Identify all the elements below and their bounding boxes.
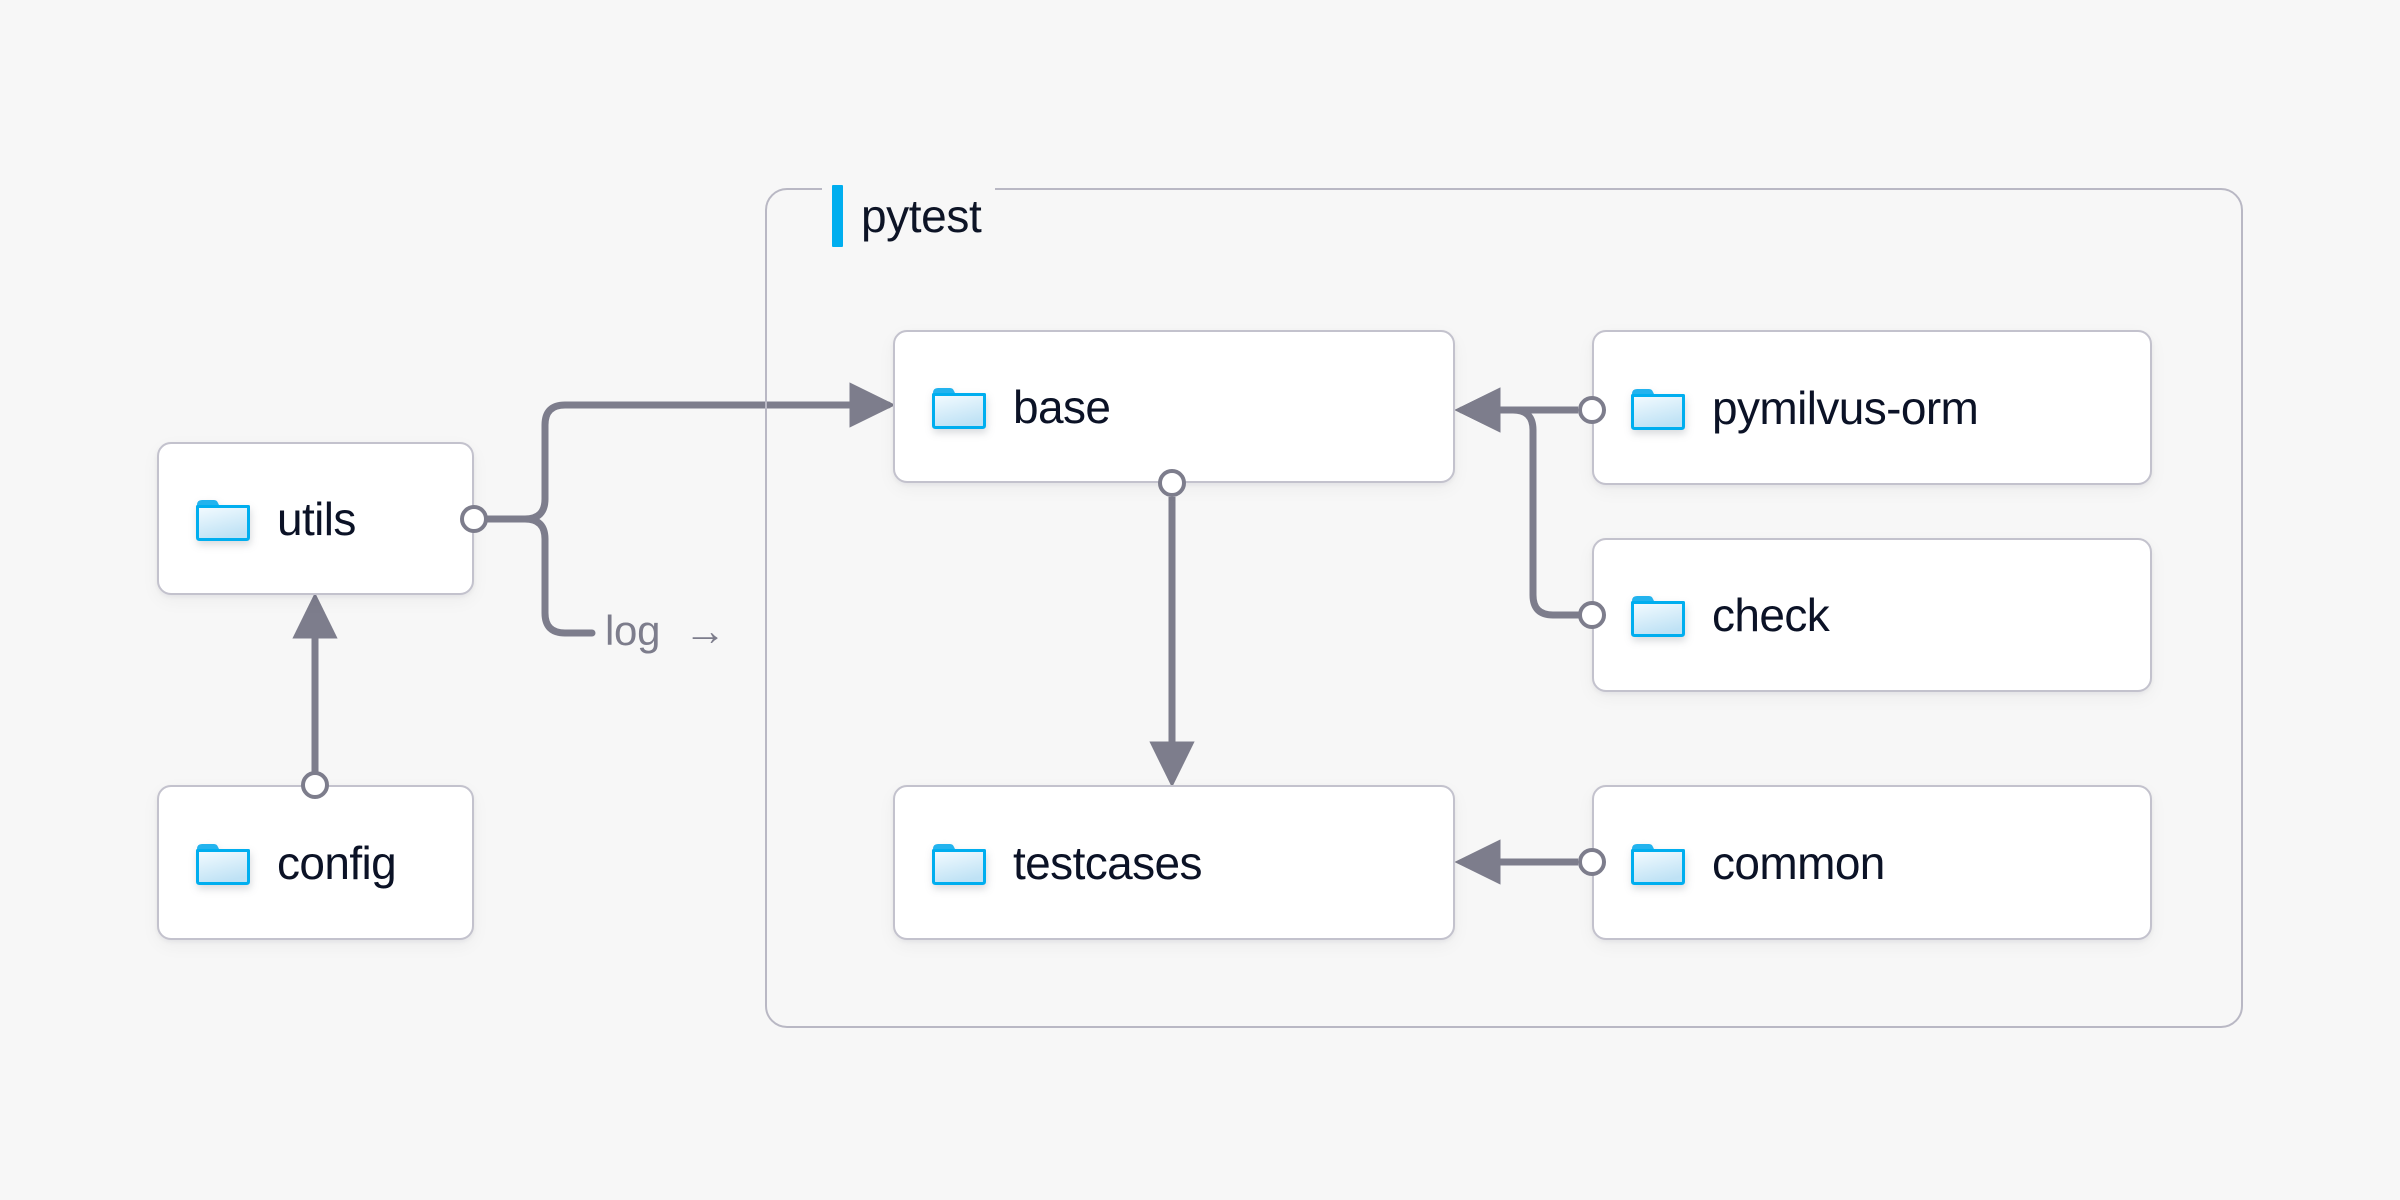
folder-icon xyxy=(932,387,986,429)
edge-label-log-arrow-icon: → xyxy=(684,607,726,654)
edge-label-log: log → xyxy=(605,610,726,652)
node-utils-label: utils xyxy=(277,492,356,545)
group-accent-bar xyxy=(832,185,843,247)
port-common-left[interactable] xyxy=(1578,848,1606,876)
folder-icon xyxy=(196,499,250,541)
port-utils-right[interactable] xyxy=(460,505,488,533)
folder-icon xyxy=(1631,843,1685,885)
port-config-top[interactable] xyxy=(301,771,329,799)
node-pymilvus-orm[interactable]: pymilvus-orm xyxy=(1592,330,2152,485)
edge-label-log-text: log xyxy=(605,607,661,654)
node-check-label: check xyxy=(1712,589,1830,641)
port-base-bottom[interactable] xyxy=(1158,469,1186,497)
group-pytest-label: pytest xyxy=(822,185,996,247)
node-check[interactable]: check xyxy=(1592,538,2152,692)
port-check-left[interactable] xyxy=(1578,601,1606,629)
folder-icon xyxy=(196,843,250,885)
node-base-label: base xyxy=(1013,380,1111,433)
edge-utils-log-branch xyxy=(521,515,596,637)
node-pymilvus-orm-label: pymilvus-orm xyxy=(1712,381,1979,434)
group-pytest[interactable] xyxy=(765,188,2243,1028)
node-common[interactable]: common xyxy=(1592,785,2152,940)
node-common-label: common xyxy=(1712,836,1885,889)
folder-icon xyxy=(932,843,986,885)
node-config[interactable]: config xyxy=(157,785,474,940)
node-base[interactable]: base xyxy=(893,330,1455,483)
node-utils[interactable]: utils xyxy=(157,442,474,595)
node-testcases[interactable]: testcases xyxy=(893,785,1455,940)
group-pytest-title: pytest xyxy=(861,190,982,242)
port-pymilvus-orm-left[interactable] xyxy=(1578,396,1606,424)
folder-icon xyxy=(1631,596,1685,637)
folder-icon xyxy=(1631,388,1685,430)
node-config-label: config xyxy=(277,836,397,889)
node-testcases-label: testcases xyxy=(1013,836,1203,889)
